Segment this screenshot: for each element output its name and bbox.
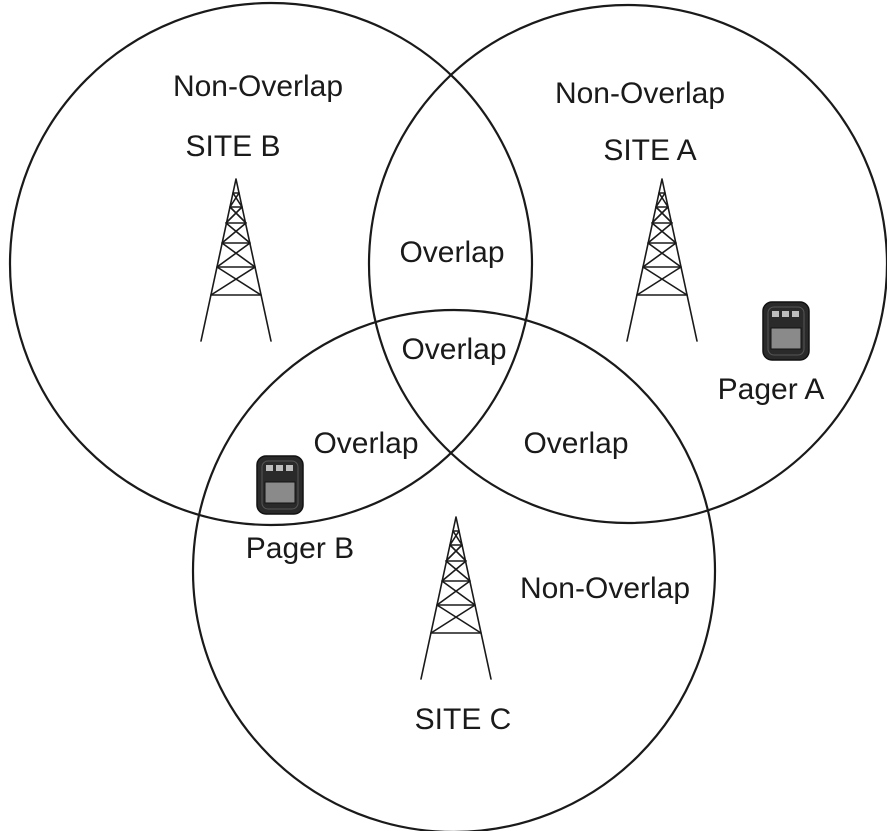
- site-c-non-overlap-label: Non-Overlap: [520, 572, 690, 605]
- overlap-ac-label: Overlap: [523, 427, 628, 460]
- overlap-abc-label: Overlap: [401, 333, 506, 366]
- overlap-bc-label: Overlap: [313, 427, 418, 460]
- site-c-tower-icon: [420, 516, 492, 680]
- site-a-tower-icon: [626, 178, 698, 342]
- site-a-non-overlap-label: Non-Overlap: [555, 77, 725, 110]
- pager-a-label: Pager A: [718, 373, 825, 406]
- overlap-ab-label: Overlap: [399, 236, 504, 269]
- site-a-coverage-circle: [367, 3, 887, 525]
- pager-b-icon: [256, 455, 304, 515]
- site-a-label: SITE A: [603, 134, 696, 167]
- site-b-non-overlap-label: Non-Overlap: [173, 70, 343, 103]
- site-b-label: SITE B: [185, 130, 280, 163]
- pager-b-label: Pager B: [246, 532, 354, 565]
- site-c-label: SITE C: [415, 703, 512, 736]
- site-c-coverage-circle: [191, 308, 717, 831]
- pager-a-icon: [762, 301, 810, 361]
- site-b-tower-icon: [200, 178, 272, 342]
- site-b-coverage-circle: [8, 1, 534, 527]
